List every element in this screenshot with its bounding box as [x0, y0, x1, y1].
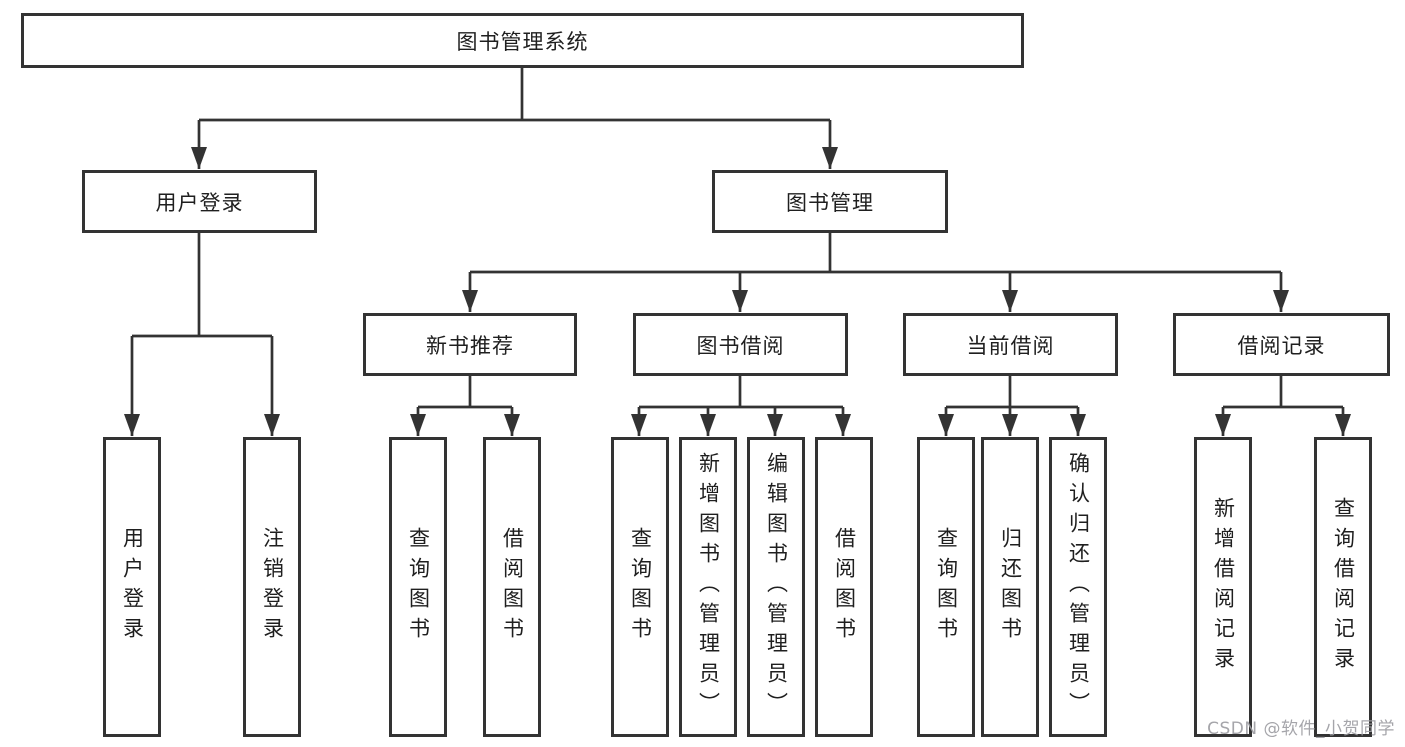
- node-book-management: 图书管理: [712, 170, 948, 233]
- leaf-borrowing-add-book-admin: 新增图书（管理员）: [679, 437, 737, 737]
- leaf-recommend-borrow-book: 借阅图书: [483, 437, 541, 737]
- leaf-current-confirm-return-admin: 确认归还（管理员）: [1049, 437, 1107, 737]
- leaf-recommend-query-book: 查询图书: [389, 437, 447, 737]
- node-borrowing-records: 借阅记录: [1173, 313, 1390, 376]
- csdn-watermark: CSDN @软件_小贺同学: [1207, 719, 1395, 739]
- node-new-book-recommend: 新书推荐: [363, 313, 577, 376]
- leaf-records-add-record: 新增借阅记录: [1194, 437, 1252, 737]
- leaf-logout: 注销登录: [243, 437, 301, 737]
- node-root: 图书管理系统: [21, 13, 1024, 68]
- leaf-records-query-record: 查询借阅记录: [1314, 437, 1372, 737]
- node-book-borrowing: 图书借阅: [633, 313, 848, 376]
- leaf-borrowing-edit-book-admin: 编辑图书（管理员）: [747, 437, 805, 737]
- node-current-borrowing: 当前借阅: [903, 313, 1118, 376]
- leaf-borrowing-query-book: 查询图书: [611, 437, 669, 737]
- node-user-login: 用户登录: [82, 170, 317, 233]
- leaf-borrowing-borrow-book: 借阅图书: [815, 437, 873, 737]
- leaf-current-query-book: 查询图书: [917, 437, 975, 737]
- leaf-current-return-book: 归还图书: [981, 437, 1039, 737]
- leaf-user-login: 用户登录: [103, 437, 161, 737]
